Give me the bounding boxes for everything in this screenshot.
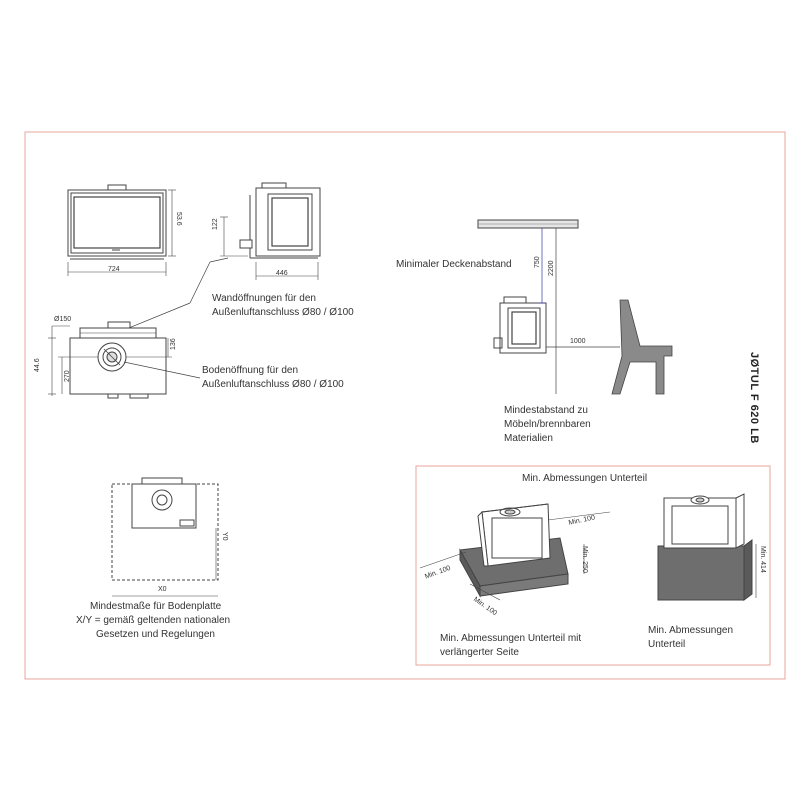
left-caption-line2: verlängerter Seite — [440, 647, 519, 658]
stove-side-drawing — [493, 296, 547, 354]
side-view-drawing — [220, 182, 321, 280]
top-dim-446: 44.6 — [34, 358, 41, 372]
stove-iso-left — [477, 503, 551, 567]
floor-opening-label-line1: Bodenöffnung für den — [202, 365, 299, 376]
clearance-dims — [538, 228, 620, 394]
baseplate-x-label: X0 — [158, 586, 167, 593]
ceiling-drawing — [477, 219, 579, 229]
substructure-box — [415, 465, 771, 666]
top-dim-136: 136 — [170, 338, 177, 350]
front-height-dim: 53.6 — [175, 212, 182, 226]
baseplate-drawing — [111, 477, 219, 597]
ceiling-dim-750: 750 — [534, 256, 541, 268]
baseplate-y-label: Y0 — [221, 532, 228, 541]
baseplate-caption-line2: X/Y = gemäß geltenden nationalen — [76, 615, 231, 626]
substructure-title: Min. Abmessungen Unterteil — [522, 473, 648, 484]
right-dim-height: Min. 414 — [759, 546, 766, 573]
furniture-dim-1000: 1000 — [570, 338, 586, 345]
wall-opening-leaders — [123, 257, 229, 331]
chair-drawing — [611, 299, 673, 395]
top-diameter-dim: Ø150 — [54, 316, 72, 323]
ceiling-clearance-label: Minimaler Deckenabstand — [396, 259, 512, 270]
top-dim-270: 270 — [64, 370, 71, 382]
left-caption-line1: Min. Abmessungen Unterteil mit — [440, 633, 582, 644]
iso-left-dims — [419, 511, 611, 601]
product-title: JØTUL F 620 LB — [748, 352, 760, 444]
furniture-label-line3: Materialien — [504, 433, 553, 444]
side-depth-dim: 446 — [276, 270, 288, 277]
baseplate-caption-line3: Gesetzen und Regelungen — [96, 629, 215, 640]
base-standard-drawing — [657, 539, 753, 601]
front-view-drawing — [67, 184, 176, 276]
right-caption-line2: Unterteil — [648, 639, 686, 650]
ceiling-dim-2200: 2200 — [548, 260, 555, 276]
front-width-dim: 724 — [108, 266, 120, 273]
top-view-drawing — [48, 321, 201, 399]
wall-opening-label-line1: Wandöffnungen für den — [212, 293, 316, 304]
floor-opening-label-line2: Außenluftanschluss Ø80 / Ø100 — [202, 379, 344, 390]
stove-iso-right — [663, 493, 745, 549]
baseplate-caption-line1: Mindestmaße für Bodenplatte — [90, 601, 222, 612]
page-frame — [24, 131, 786, 680]
right-caption-line1: Min. Abmessungen — [648, 625, 734, 636]
furniture-label-line1: Mindestabstand zu — [504, 405, 588, 416]
left-dim-height: Min. 250 — [581, 546, 588, 573]
side-outlet-height-dim: 122 — [212, 218, 219, 230]
wall-opening-label-line2: Außenluftanschluss Ø80 / Ø100 — [212, 307, 354, 318]
furniture-label-line2: Möbeln/brennbaren — [504, 419, 591, 430]
